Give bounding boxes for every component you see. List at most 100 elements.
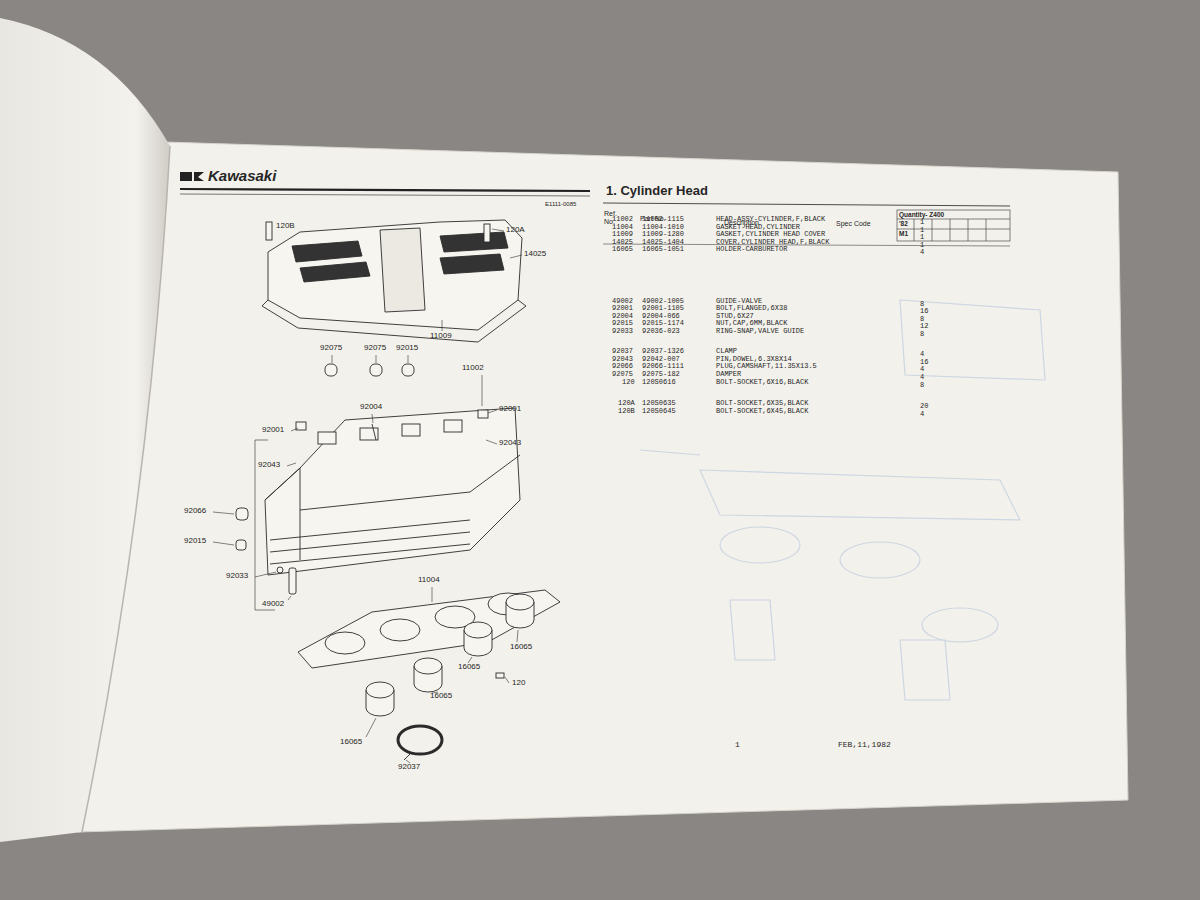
header-rules [180, 172, 192, 181]
quantity-cell: 8 [920, 331, 924, 339]
leader-line [432, 587, 433, 602]
table-header: Spec Code [836, 220, 871, 228]
quantity-grid [897, 210, 1010, 241]
callout-number: 92037 [398, 763, 420, 772]
show-through-ghost [922, 608, 998, 642]
cylinder-head-illustration [289, 568, 296, 594]
table-cell: GASKET,CYLINDER HEAD COVER [716, 231, 825, 239]
table-cell: NUT,CAP,6MM,BLACK [716, 320, 787, 328]
table-cell: 92036-023 [642, 328, 680, 336]
show-through-ghost [900, 300, 1045, 380]
table-cell: 120B [618, 408, 635, 416]
page-number: 1 [735, 741, 740, 750]
table-cell: 92001 [612, 305, 633, 313]
table-cell: 92066-1111 [642, 363, 684, 371]
cylinder-head-illustration [268, 220, 522, 330]
quantity-grid [897, 210, 1010, 241]
leader-line [510, 255, 522, 258]
leader-line [332, 355, 333, 363]
callout-number: 92004 [360, 403, 382, 412]
header-rules [194, 172, 204, 181]
show-through-ghost [640, 300, 1045, 700]
cylinder-head-illustration [236, 540, 246, 550]
table-cell: BOLT-SOCKET,6X35,BLACK [716, 400, 808, 408]
cylinder-head-illustration [265, 455, 520, 560]
leader-line [505, 677, 509, 683]
table-cell: BOLT-SOCKET,6X16,BLACK [716, 379, 808, 387]
cylinder-head-illustration [398, 726, 442, 754]
quantity-cell: 8 [920, 382, 924, 390]
callout-number: 92001 [499, 405, 521, 414]
callout-number: 92001 [262, 426, 284, 435]
callout-number: 11009 [430, 332, 452, 341]
leader-line [372, 414, 373, 423]
leader-line [213, 229, 522, 763]
quantity-grid [986, 219, 987, 241]
table-cell: 92037-1326 [642, 348, 684, 356]
cylinder-head-illustration [444, 420, 462, 432]
cylinder-head-illustration [370, 364, 382, 376]
leader-line [408, 355, 409, 363]
header-rules [180, 189, 590, 191]
quantity-cell: 4 [920, 374, 924, 382]
table-cell: CLAMP [716, 348, 737, 356]
cylinder-head-illustration [464, 622, 492, 638]
cylinder-head-illustration [236, 220, 560, 760]
table-cell: 120S0645 [642, 408, 676, 416]
quantity-cell: 16 [920, 308, 928, 316]
callout-number: 92015 [184, 537, 206, 546]
cylinder-head-illustration [292, 241, 362, 262]
leader-line [442, 320, 443, 331]
table-cell: 92015-1174 [642, 320, 684, 328]
table-cell: 16065 [612, 246, 633, 254]
table-cell: 11004-1010 [642, 224, 684, 232]
section-title: 1. Cylinder Head [606, 184, 708, 198]
table-cell: 92015 [612, 320, 633, 328]
cylinder-head-illustration [496, 673, 504, 678]
leader-line [213, 512, 234, 514]
table-cell: 11002 [612, 216, 633, 224]
cylinder-head-illustration [325, 632, 365, 654]
callout-number: 120A [506, 226, 525, 235]
cylinder-head-illustration [372, 424, 376, 440]
cylinder-head-illustration [404, 752, 412, 760]
quantity-cell: 1 [920, 227, 924, 235]
callout-number: 92015 [396, 344, 418, 353]
cylinder-head-illustration [265, 408, 520, 575]
callout-number: 92075 [364, 344, 386, 353]
table-cell: 11009 [612, 231, 633, 239]
callout-number: 14025 [524, 250, 546, 259]
callout-number: 16065 [430, 692, 452, 701]
cylinder-head-illustration [325, 364, 337, 376]
quantity-cell: 4 [920, 351, 924, 359]
figure-code: E1111-0085 [545, 201, 576, 208]
callout-number: 92043 [258, 461, 280, 470]
show-through-ghost [840, 542, 920, 578]
table-cell: 120S0635 [642, 400, 676, 408]
callout-number: 16065 [340, 738, 362, 747]
table-cell: 92066 [612, 363, 633, 371]
leader-line [288, 596, 291, 600]
table-cell: 11009-1280 [642, 231, 684, 239]
cylinder-head-illustration [506, 594, 534, 610]
table-cell: 120A [618, 400, 635, 408]
table-cell: 92075-182 [642, 371, 680, 379]
cylinder-head-illustration [414, 658, 442, 674]
cylinder-head-illustration [298, 590, 560, 668]
table-cell: RING-SNAP,VALVE GUIDE [716, 328, 804, 336]
callout-number: 92075 [320, 344, 342, 353]
callout-number: 92066 [184, 507, 206, 516]
page-sheets [0, 18, 170, 842]
quantity-grid [950, 219, 951, 241]
callout-number: 11002 [462, 364, 484, 373]
table-header: Quantity- Z400 [899, 211, 944, 218]
quantity-cell: 1 [920, 219, 924, 227]
quantity-cell: 4 [920, 366, 924, 374]
callout-number: 120B [276, 222, 295, 231]
leader-line [486, 440, 497, 444]
table-header: '82 [899, 220, 908, 227]
cylinder-head-illustration [270, 520, 470, 564]
leader-line [482, 375, 483, 406]
